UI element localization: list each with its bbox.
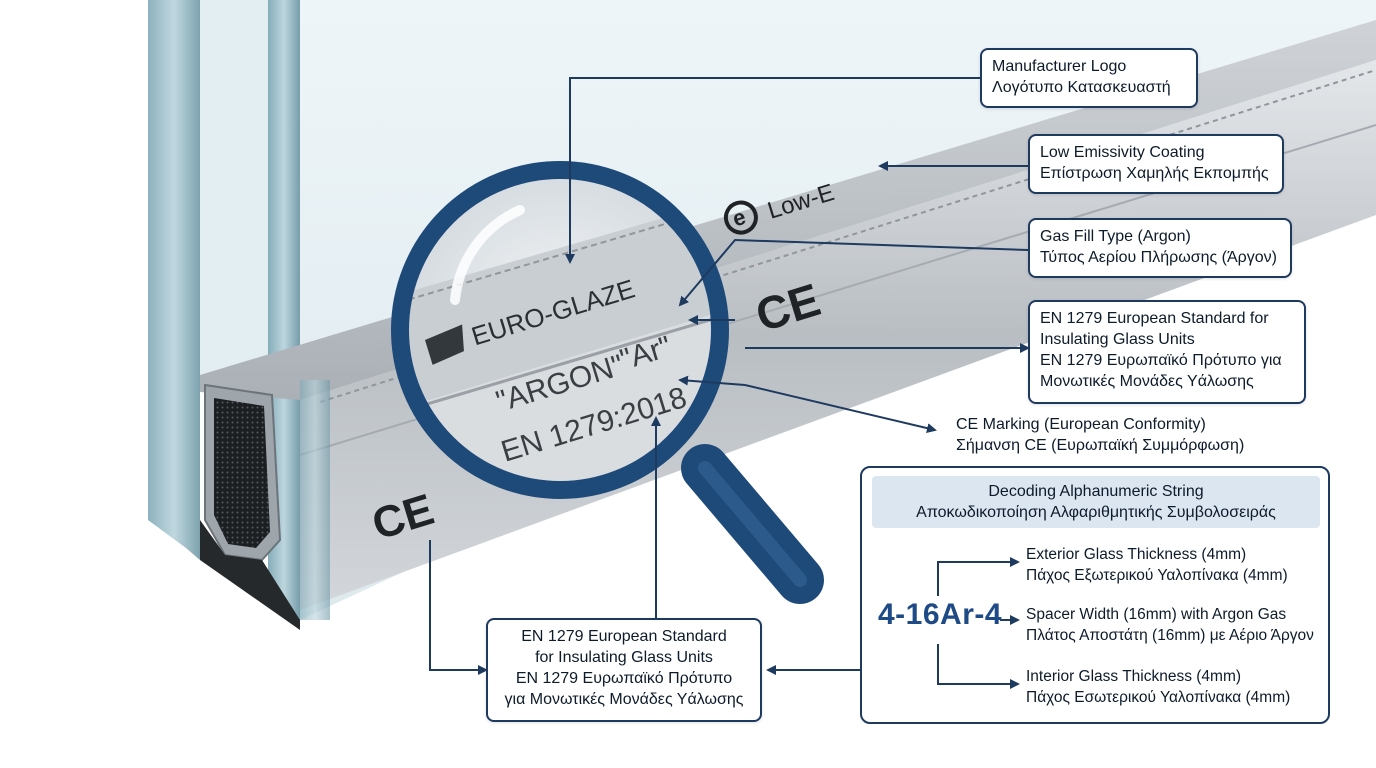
- front-glass-edge: [300, 380, 330, 620]
- callout-label-gr: EN 1279 Ευρωπαϊκό Πρότυπο: [515, 670, 733, 687]
- decode-item-gr: Πλάτος Αποστάτη (16mm) με Αέριο Άργον: [1026, 627, 1314, 644]
- decoding-panel: Decoding Alphanumeric String Αποκωδικοπο…: [860, 466, 1330, 724]
- callout-label-en: Insulating Glass Units: [1040, 331, 1195, 348]
- callout-label-gr: Μονωτικές Μονάδες Υάλωσης: [1040, 373, 1254, 390]
- euro-glaze-logo-icon: [425, 324, 464, 365]
- leader-ce-marking: [744, 384, 937, 434]
- callout-manufacturer-logo: Manufacturer Logo Λογότυπο Κατασκευαστή: [980, 48, 1198, 108]
- low-e-logo-icon: [723, 200, 758, 235]
- leader-standard-mark: [678, 375, 746, 386]
- code-string: 4-16Ar-4: [878, 598, 1003, 631]
- label-en: CE Marking (European Conformity): [956, 416, 1206, 433]
- decode-item-interior: Interior Glass Thickness (4mm) Πάχος Εσω…: [1026, 666, 1290, 708]
- callout-low-e: Low Emissivity Coating Επίστρωση Χαμηλής…: [1028, 134, 1284, 194]
- decode-item-en: Spacer Width (16mm) with Argon Gas: [1026, 606, 1287, 623]
- callout-label-en: Gas Fill Type (Argon): [1040, 228, 1191, 245]
- callout-label-en: for Insulating Glass Units: [535, 649, 713, 666]
- decoding-title-en: Decoding Alphanumeric String: [988, 483, 1204, 500]
- callout-en1279-bottom: EN 1279 European Standard for Insulating…: [486, 618, 762, 722]
- callout-label-gr: Τύπος Αερίου Πλήρωσης (Άργον): [1040, 249, 1277, 266]
- callout-label-gr: για Μονωτικές Μονάδες Υάλωσης: [504, 691, 744, 708]
- leader-ce-lower: [429, 540, 488, 675]
- decoding-panel-header: Decoding Alphanumeric String Αποκωδικοπο…: [872, 476, 1320, 528]
- callout-en1279-right: EN 1279 European Standard for Insulating…: [1028, 300, 1306, 404]
- label-ce-marking: CE Marking (European Conformity) Σήμανση…: [956, 414, 1244, 456]
- callout-label-en: EN 1279 European Standard: [521, 628, 727, 645]
- decode-item-spacer: Spacer Width (16mm) with Argon Gas Πλάτο…: [1026, 604, 1314, 646]
- decoding-title-gr: Αποκωδικοποίηση Αλφαριθμητικής Συμβολοσε…: [916, 504, 1276, 521]
- callout-label-en: EN 1279 European Standard for: [1040, 310, 1269, 327]
- magnifying-glass-icon: EURO-GLAZE "ARGON" "Ar" EN 1279:2018: [391, 161, 824, 604]
- decode-item-en: Exterior Glass Thickness (4mm): [1026, 546, 1247, 563]
- callout-label-en: Low Emissivity Coating: [1040, 144, 1205, 161]
- label-gr: Σήμανση CE (Ευρωπαϊκή Συμμόρφωση): [956, 437, 1245, 454]
- callout-label-gr: EN 1279 Ευρωπαϊκό Πρότυπο για: [1040, 352, 1282, 369]
- callout-label-gr: Επίστρωση Χαμηλής Εκπομπής: [1040, 165, 1269, 182]
- callout-label-en: Manufacturer Logo: [992, 58, 1127, 75]
- leader-gas-fill: [678, 238, 1029, 307]
- outer-glass-face: [200, 0, 268, 380]
- callout-label-gr: Λογότυπο Κατασκευαστή: [992, 79, 1171, 96]
- decode-item-gr: Πάχος Εξωτερικού Υαλοπίνακα (4mm): [1026, 567, 1288, 584]
- decode-item-en: Interior Glass Thickness (4mm): [1026, 668, 1242, 685]
- decode-item-gr: Πάχος Εσωτερικού Υαλοπίνακα (4mm): [1026, 689, 1291, 706]
- leader-manufacturer-logo: [565, 77, 980, 264]
- callout-gas-fill: Gas Fill Type (Argon) Τύπος Αερίου Πλήρω…: [1028, 218, 1292, 278]
- decoding-connectors: [937, 557, 1020, 689]
- outer-glass-edge: [148, 0, 200, 560]
- decode-item-exterior: Exterior Glass Thickness (4mm) Πάχος Εξω…: [1026, 544, 1288, 586]
